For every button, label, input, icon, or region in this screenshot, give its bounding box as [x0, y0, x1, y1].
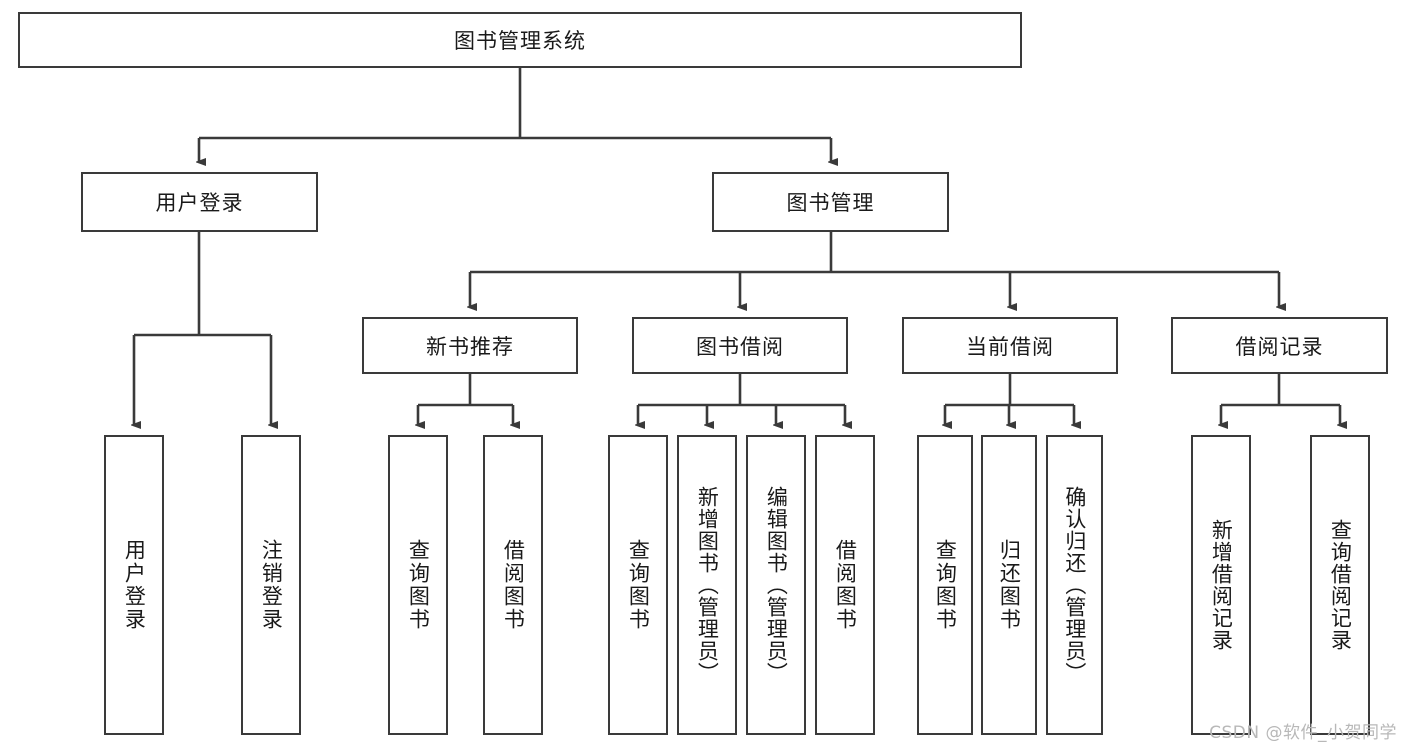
- leaf-current-borrow-confirm-return[interactable]: 确认归还（管理员）: [1046, 435, 1103, 735]
- node-borrow-record[interactable]: 借阅记录: [1171, 317, 1388, 374]
- leaf-label: 注销登录: [259, 539, 284, 631]
- leaf-label: 确认归还（管理员）: [1062, 486, 1087, 684]
- leaf-label: 借阅图书: [501, 539, 526, 631]
- leaf-book-borrow-borrow[interactable]: 借阅图书: [815, 435, 875, 735]
- watermark: CSDN @软件_小贺同学: [1209, 723, 1397, 743]
- node-user-login[interactable]: 用户登录: [81, 172, 318, 232]
- leaf-book-borrow-edit[interactable]: 编辑图书（管理员）: [746, 435, 806, 735]
- node-new-book-recommend-label: 新书推荐: [426, 334, 514, 359]
- node-borrow-record-label: 借阅记录: [1235, 334, 1324, 359]
- node-book-management[interactable]: 图书管理: [712, 172, 949, 232]
- leaf-label: 新增借阅记录: [1209, 519, 1234, 651]
- leaf-new-book-query[interactable]: 查询图书: [388, 435, 448, 735]
- leaf-user-login-logout[interactable]: 注销登录: [241, 435, 301, 735]
- node-root[interactable]: 图书管理系统: [18, 12, 1022, 68]
- node-root-label: 图书管理系统: [454, 29, 586, 53]
- leaf-label: 编辑图书（管理员）: [764, 486, 789, 684]
- leaf-label: 查询图书: [406, 539, 431, 631]
- node-book-borrow-label: 图书借阅: [696, 334, 784, 359]
- leaf-user-login-login[interactable]: 用户登录: [104, 435, 164, 735]
- leaf-label: 查询图书: [626, 539, 651, 631]
- leaf-label: 归还图书: [997, 539, 1022, 631]
- leaf-new-book-borrow[interactable]: 借阅图书: [483, 435, 543, 735]
- leaf-label: 用户登录: [122, 539, 147, 631]
- node-book-borrow[interactable]: 图书借阅: [632, 317, 848, 374]
- leaf-label: 查询图书: [933, 539, 958, 631]
- leaf-label: 查询借阅记录: [1328, 519, 1353, 651]
- node-current-borrow[interactable]: 当前借阅: [902, 317, 1118, 374]
- leaf-borrow-record-add[interactable]: 新增借阅记录: [1191, 435, 1251, 735]
- leaf-borrow-record-query[interactable]: 查询借阅记录: [1310, 435, 1370, 735]
- leaf-book-borrow-add[interactable]: 新增图书（管理员）: [677, 435, 737, 735]
- leaf-book-borrow-query[interactable]: 查询图书: [608, 435, 668, 735]
- leaf-current-borrow-query[interactable]: 查询图书: [917, 435, 973, 735]
- leaf-current-borrow-return[interactable]: 归还图书: [981, 435, 1037, 735]
- node-user-login-label: 用户登录: [155, 191, 244, 215]
- node-book-management-label: 图书管理: [786, 191, 875, 215]
- node-new-book-recommend[interactable]: 新书推荐: [362, 317, 578, 374]
- leaf-label: 借阅图书: [833, 539, 858, 631]
- leaf-label: 新增图书（管理员）: [695, 486, 720, 684]
- node-current-borrow-label: 当前借阅: [966, 334, 1054, 359]
